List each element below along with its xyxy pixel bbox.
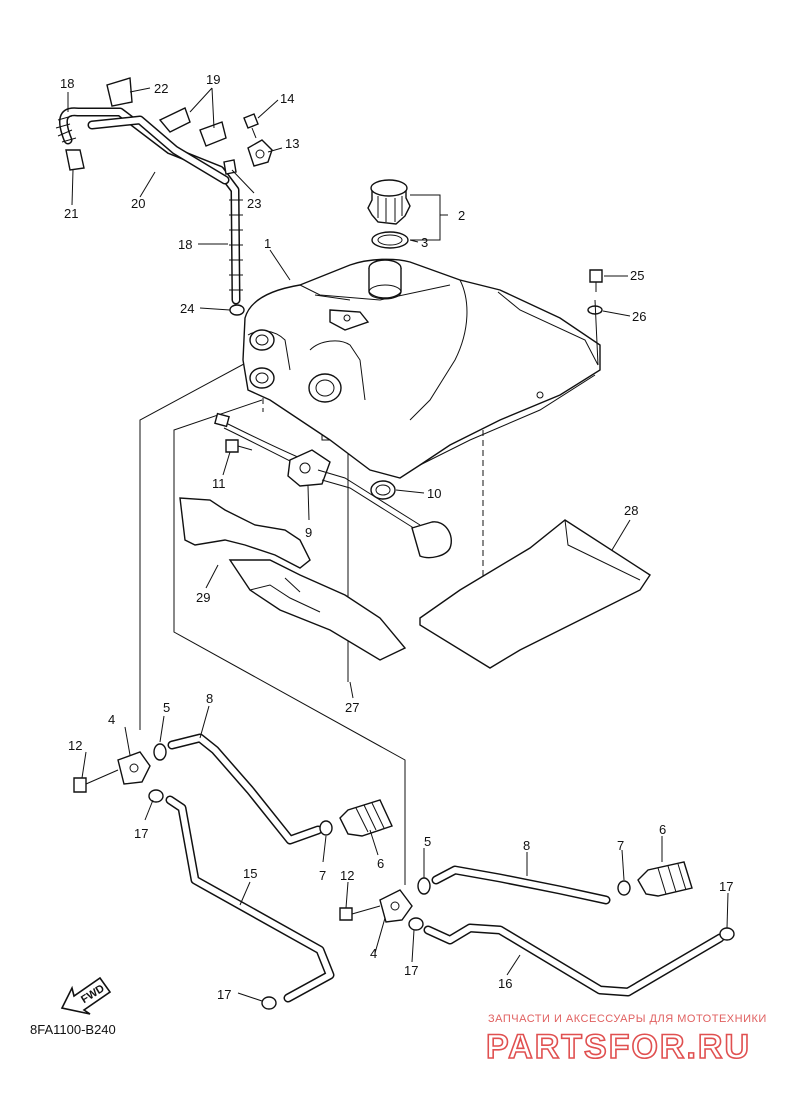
callout-8-right: 8 xyxy=(523,838,530,853)
callout-26: 26 xyxy=(632,309,646,324)
fuel-cock-left xyxy=(117,751,151,785)
callout-7-left: 7 xyxy=(319,868,326,883)
callout-10: 10 xyxy=(427,486,441,501)
callout-21: 21 xyxy=(64,206,78,221)
callout-22: 22 xyxy=(154,81,168,96)
callout-25: 25 xyxy=(630,268,644,283)
cap-gasket xyxy=(371,231,409,249)
callout-labels: 1 2 3 4 4 5 5 6 6 7 7 8 8 9 10 11 12 12 … xyxy=(60,72,733,1002)
callout-12-right: 12 xyxy=(340,868,354,883)
fuel-hose-8-right xyxy=(431,865,611,905)
callout-4-right: 4 xyxy=(370,946,377,961)
callout-17-d: 17 xyxy=(719,879,733,894)
sender-bolt xyxy=(225,439,253,453)
callout-6-right: 6 xyxy=(659,822,666,837)
fuel-tank xyxy=(242,258,601,479)
cock-bolt-right xyxy=(339,905,381,921)
callout-2: 2 xyxy=(458,208,465,223)
fuel-hose-15 xyxy=(165,795,335,1003)
fuel-hose-8-left xyxy=(167,733,323,845)
callout-5-right: 5 xyxy=(424,834,431,849)
callout-5-left: 5 xyxy=(163,700,170,715)
callout-24: 24 xyxy=(180,301,194,316)
clamp-17-left-b xyxy=(261,996,277,1010)
tank-protector-left xyxy=(179,497,311,569)
breather-hose-upper xyxy=(87,115,230,185)
callout-8-left: 8 xyxy=(206,691,213,706)
callout-23: 23 xyxy=(247,196,261,211)
callout-11: 11 xyxy=(212,476,226,491)
callout-27: 27 xyxy=(345,700,359,715)
clamp-7-right xyxy=(617,880,631,896)
callout-28: 28 xyxy=(624,503,638,518)
clamp-17-right-a xyxy=(408,917,424,931)
callout-3: 3 xyxy=(421,235,428,250)
callout-6-left: 6 xyxy=(377,856,384,871)
callout-20: 20 xyxy=(131,196,145,211)
watermark-brand: PARTSFOR.RU xyxy=(486,1028,751,1066)
watermark-tagline: ЗАПЧАСТИ И АКСЕССУАРЫ ДЛЯ МОТОТЕХНИКИ xyxy=(488,1013,767,1025)
fuel-hose-16 xyxy=(423,923,725,997)
clamp-17-left-a xyxy=(148,789,164,803)
hose-clamp-5-left xyxy=(153,743,167,761)
watermark: ЗАПЧАСТИ И АКСЕССУАРЫ ДЛЯ МОТОТЕХНИКИ PA… xyxy=(485,1013,767,1067)
fuel-filter-left xyxy=(339,799,393,837)
bolt-25-washer-26 xyxy=(587,269,603,366)
fuel-filter-right xyxy=(637,861,693,897)
fuel-cap xyxy=(367,179,411,225)
hose-fitting-24 xyxy=(229,304,245,316)
callout-9: 9 xyxy=(305,525,312,540)
callout-12-left: 12 xyxy=(68,738,82,753)
fuel-cock-right xyxy=(379,889,413,923)
clamp-17-right-b xyxy=(719,927,735,941)
leader-lines xyxy=(67,87,729,1002)
callout-18-mid: 18 xyxy=(178,237,192,252)
callout-17-c: 17 xyxy=(217,987,231,1002)
bolt-14 xyxy=(243,113,259,139)
clamp-7-left xyxy=(319,820,333,836)
callout-7-right: 7 xyxy=(617,838,624,853)
forward-arrow-icon: FWD xyxy=(60,976,112,1015)
callout-29: 29 xyxy=(196,590,210,605)
hose-clamp-5-right xyxy=(417,877,431,895)
tank-protector-right xyxy=(419,519,651,669)
sender-gasket xyxy=(370,480,396,500)
diagram-code: 8FA1100-B240 xyxy=(30,1022,116,1037)
heat-shield xyxy=(228,559,407,661)
callout-14: 14 xyxy=(280,91,294,106)
callout-19: 19 xyxy=(206,72,220,87)
callout-15: 15 xyxy=(243,866,257,881)
callout-13: 13 xyxy=(285,136,299,151)
cock-bolt-left xyxy=(73,769,119,793)
callout-4-left: 4 xyxy=(108,712,115,727)
fuel-sender-unit xyxy=(214,412,452,559)
callout-17-a: 17 xyxy=(134,826,148,841)
callout-16: 16 xyxy=(498,976,512,991)
callout-1: 1 xyxy=(264,236,271,251)
bracket-13 xyxy=(247,139,273,167)
callout-17-b: 17 xyxy=(404,963,418,978)
callout-18-top: 18 xyxy=(60,76,74,91)
